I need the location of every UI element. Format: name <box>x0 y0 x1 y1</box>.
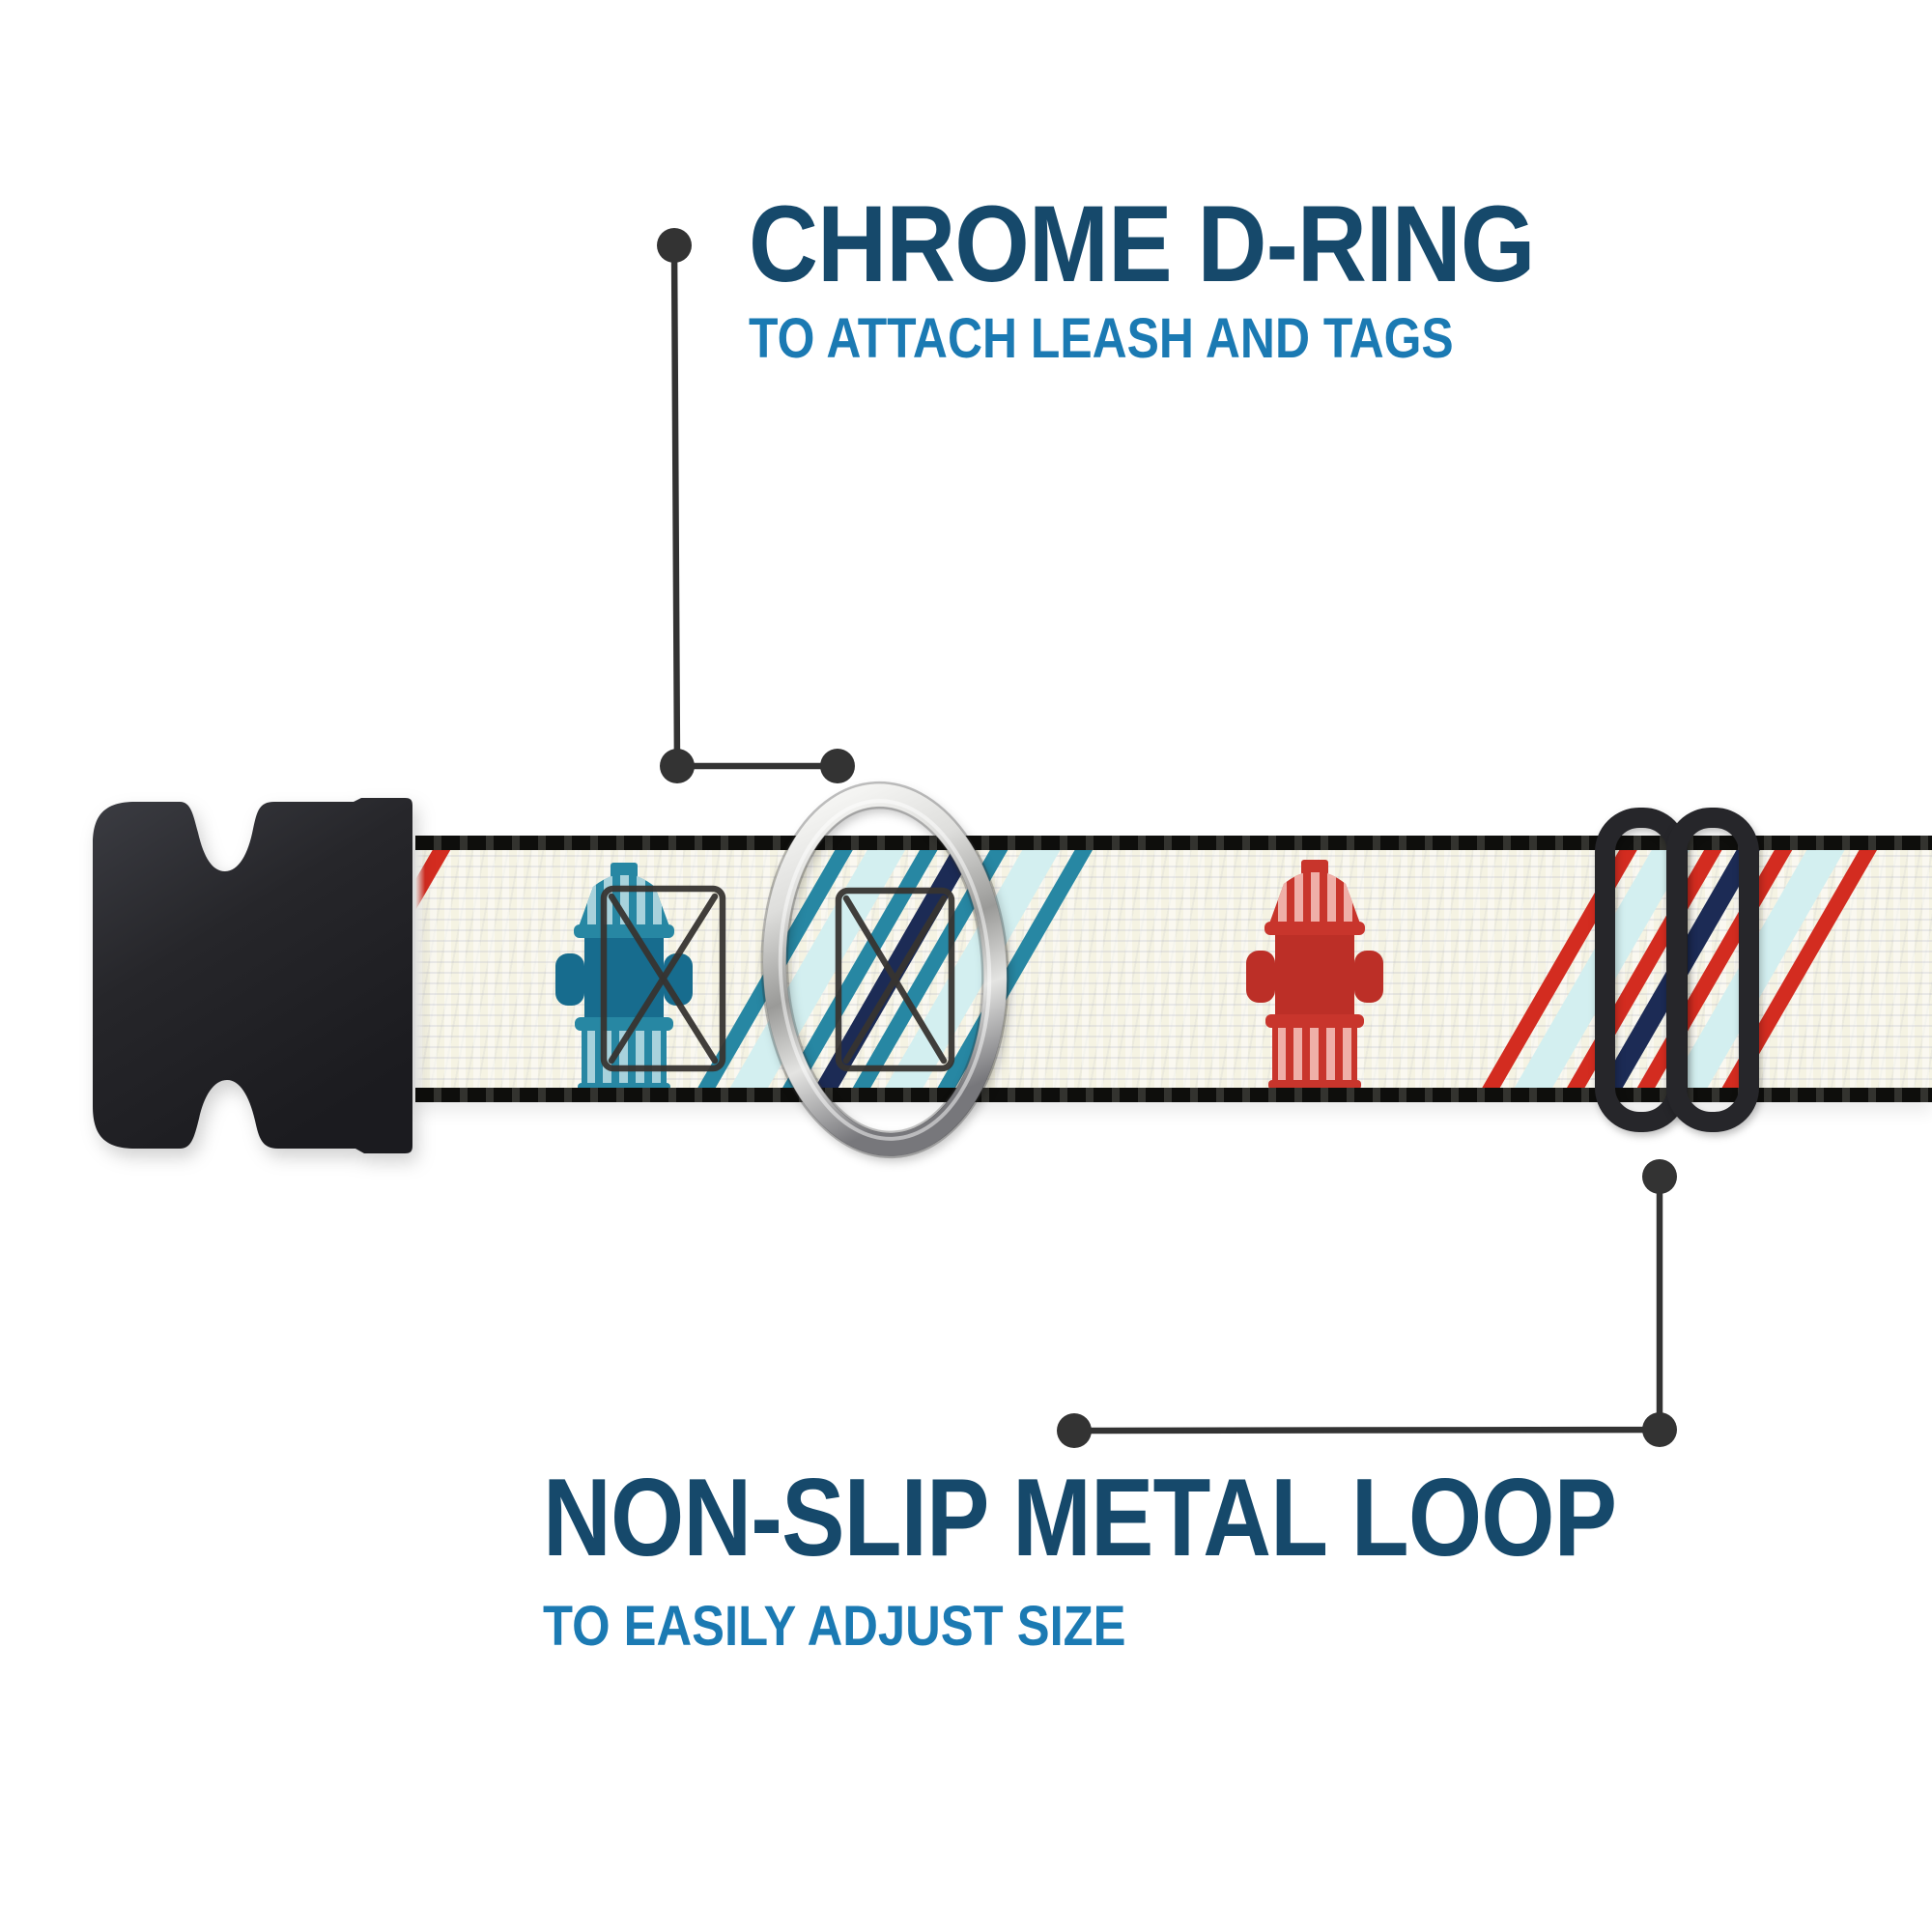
stitch-box-left <box>600 885 726 1072</box>
webbing-bottom-edge <box>415 1088 1932 1102</box>
metal-loop-right-lobe <box>1666 808 1759 1132</box>
stitch-boxes <box>600 885 955 1072</box>
callout-dot <box>657 228 692 263</box>
callout-dot <box>1057 1413 1092 1448</box>
chrome-d-ring <box>760 781 1009 1159</box>
callout-dot <box>1642 1412 1677 1447</box>
d-ring-subtitle: TO ATTACH LEASH AND TAGS <box>749 307 1454 370</box>
metal-loop-subtitle: TO EASILY ADJUST SIZE <box>543 1595 1126 1658</box>
stitch-box-right <box>835 887 955 1072</box>
d-ring-title: CHROME D-RING <box>749 184 1535 304</box>
callout-metal-loop <box>1057 1159 1677 1448</box>
callout-dot <box>660 749 695 783</box>
side-release-buckle <box>93 798 412 1153</box>
metal-loop-title: NON-SLIP METAL LOOP <box>543 1457 1617 1579</box>
webbing-fold-highlight <box>415 836 425 1102</box>
callout-dot <box>1642 1159 1677 1194</box>
